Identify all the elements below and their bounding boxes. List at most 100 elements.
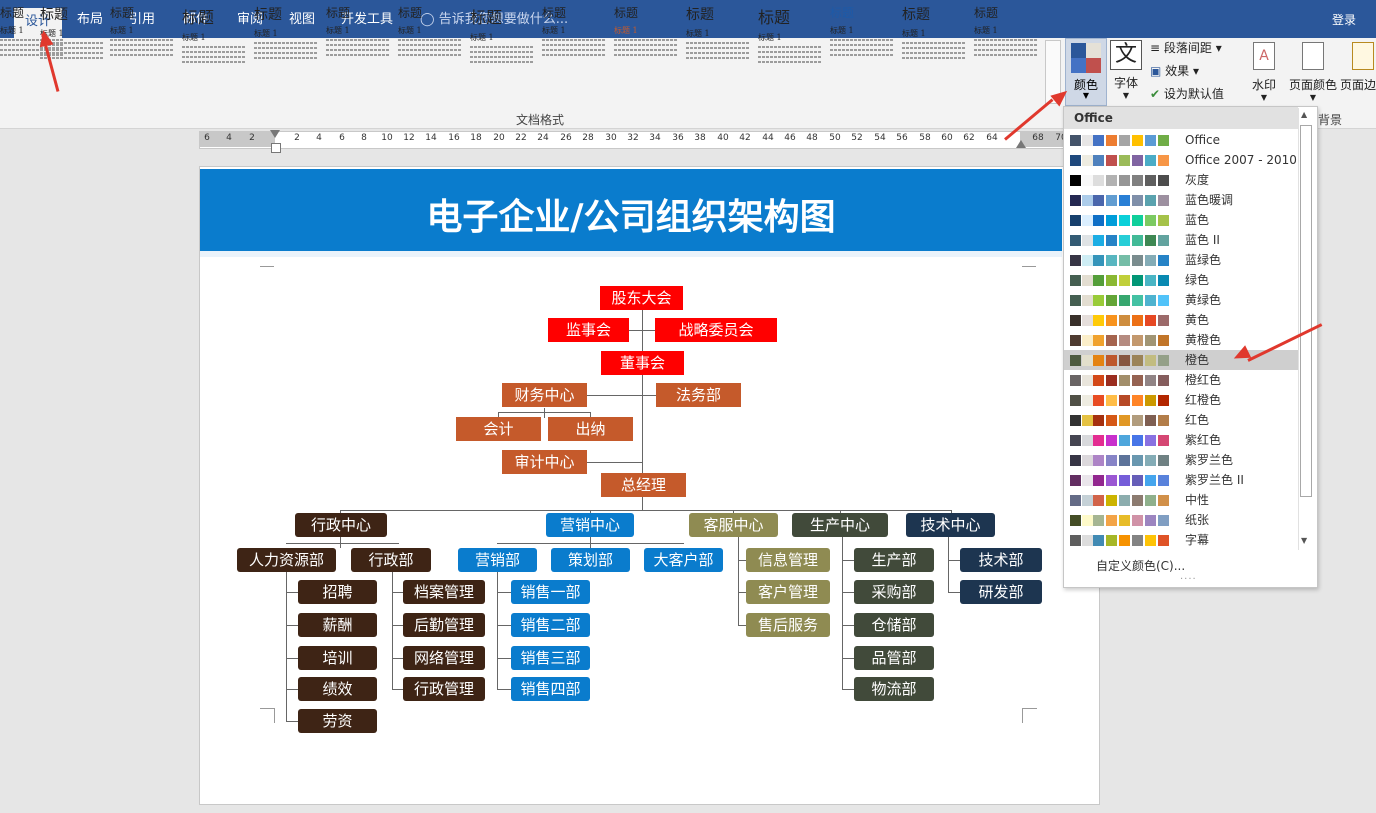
ruler-tick-label: 36: [672, 133, 684, 143]
theme-color-item[interactable]: 紫罗兰色: [1064, 450, 1298, 470]
ruler-tick-label: 64: [986, 133, 998, 143]
style-set-thumbnail[interactable]: 标题标题 1: [974, 4, 1038, 66]
theme-color-item[interactable]: 黄绿色: [1064, 290, 1298, 310]
color-swatch: [1158, 335, 1169, 346]
theme-color-item[interactable]: 蓝色暖调: [1064, 190, 1298, 210]
indent-marker-bottom[interactable]: [271, 143, 281, 153]
color-swatch: [1093, 335, 1104, 346]
color-swatch: [1132, 515, 1143, 526]
set-default-label: 设为默认值: [1163, 87, 1224, 101]
style-thumb-subtitle: 标题 1: [398, 26, 422, 35]
style-set-thumbnail[interactable]: 标题标题 1: [686, 4, 750, 66]
theme-color-item[interactable]: 橙红色: [1064, 370, 1298, 390]
custom-colors-item[interactable]: 自定义颜色(C)...: [1096, 559, 1186, 573]
color-swatch: [1093, 295, 1104, 306]
theme-color-item[interactable]: 红色: [1064, 410, 1298, 430]
theme-name: 中性: [1185, 493, 1210, 507]
theme-color-item[interactable]: Office 2007 - 2010: [1064, 150, 1298, 170]
style-set-thumbnail[interactable]: 标题标题 1: [40, 4, 104, 66]
tab-3[interactable]: 邮件: [182, 12, 209, 27]
scroll-down-icon[interactable]: ▼: [1301, 536, 1308, 545]
text-line: [182, 51, 246, 53]
color-swatch: [1093, 535, 1104, 546]
theme-color-item[interactable]: 字幕: [1064, 530, 1298, 550]
color-swatch: [1106, 335, 1117, 346]
theme-color-item[interactable]: 中性: [1064, 490, 1298, 510]
color-swatch: [1132, 335, 1143, 346]
color-swatch: [1145, 135, 1156, 146]
org-node: 档案管理: [403, 580, 485, 604]
color-swatch: [1145, 355, 1156, 366]
style-set-thumbnail[interactable]: 标题标题 1: [0, 4, 64, 66]
theme-color-item[interactable]: 紫罗兰色 II: [1064, 470, 1298, 490]
theme-color-item[interactable]: 黄色: [1064, 310, 1298, 330]
style-set-thumbnail[interactable]: 标题标题 1: [254, 4, 318, 66]
style-set-thumbnail[interactable]: 标题标题 1: [902, 4, 966, 66]
colors-button[interactable]: 颜色 ▼: [1065, 38, 1107, 106]
fonts-button[interactable]: 文 字体 ▼: [1108, 40, 1144, 104]
color-swatch: [1158, 255, 1169, 266]
style-set-thumbnail[interactable]: 标题标题 1: [470, 4, 534, 66]
theme-color-item[interactable]: 蓝色 II: [1064, 230, 1298, 250]
text-line: [0, 39, 64, 41]
color-swatch: [1082, 515, 1093, 526]
gallery-scroll[interactable]: [1045, 40, 1061, 104]
theme-color-item[interactable]: 红橙色: [1064, 390, 1298, 410]
style-set-thumbnail[interactable]: 标题标题 1: [542, 4, 606, 66]
theme-name: Office 2007 - 2010: [1185, 153, 1297, 167]
login-link[interactable]: 登录: [1331, 13, 1356, 27]
theme-color-item[interactable]: 紫红色: [1064, 430, 1298, 450]
color-swatch: [1145, 335, 1156, 346]
tab-0[interactable]: 设计: [14, 8, 62, 38]
style-set-thumbnail[interactable]: 标题标题 1: [830, 4, 894, 66]
style-set-thumbnail[interactable]: 标题标题 1: [614, 4, 678, 66]
indent-marker[interactable]: [270, 130, 280, 138]
style-set-thumbnail[interactable]: 标题标题 1: [758, 4, 822, 66]
set-default-button[interactable]: ✔ 设为默认值: [1150, 84, 1224, 104]
org-node: 销售三部: [511, 646, 590, 670]
watermark-button[interactable]: A 水印 ▼: [1244, 40, 1284, 104]
theme-color-item[interactable]: 蓝色: [1064, 210, 1298, 230]
effects-button[interactable]: ▣ 效果 ▾: [1150, 64, 1200, 78]
color-swatch: [1070, 255, 1081, 266]
org-node: 人力资源部: [237, 548, 336, 572]
color-swatch: [1119, 215, 1130, 226]
theme-color-item[interactable]: 纸张: [1064, 510, 1298, 530]
page-color-button[interactable]: 页面颜色 ▼: [1287, 40, 1339, 104]
style-set-thumbnail[interactable]: 标题标题 1: [110, 4, 174, 66]
paragraph-spacing-button[interactable]: ≡ 段落间距 ▾: [1150, 41, 1222, 55]
style-set-thumbnail[interactable]: 标题标题 1: [326, 4, 390, 66]
style-set-thumbnail[interactable]: 标题标题 1: [182, 4, 246, 66]
tell-me-search[interactable]: ◯ 告诉我您想要做什么...: [420, 0, 568, 38]
resize-grip-icon[interactable]: ····: [1180, 574, 1197, 585]
color-swatch: [1070, 455, 1081, 466]
tab-5[interactable]: 视图: [288, 12, 315, 27]
theme-color-item[interactable]: 蓝绿色: [1064, 250, 1298, 270]
color-swatch: [1158, 175, 1169, 186]
org-node: 物流部: [854, 677, 934, 701]
tab-6[interactable]: 开发工具: [340, 12, 393, 27]
page-border-button[interactable]: 页面边: [1340, 40, 1376, 104]
scroll-up-icon[interactable]: ▲: [1301, 110, 1308, 119]
color-swatch: [1158, 535, 1169, 546]
theme-color-item[interactable]: Office: [1064, 130, 1298, 150]
color-swatch: [1106, 515, 1117, 526]
theme-color-item[interactable]: 绿色: [1064, 270, 1298, 290]
style-thumb-title: 标题: [326, 6, 351, 20]
right-indent-marker[interactable]: [1016, 140, 1026, 148]
page-border-label: 页面边: [1340, 78, 1376, 92]
color-swatch: [1145, 495, 1156, 506]
theme-color-item[interactable]: 橙色: [1064, 350, 1298, 370]
dropdown-scroll-thumb[interactable]: [1300, 125, 1312, 497]
style-thumb-subtitle: 标题 1: [470, 33, 494, 42]
text-line: [686, 57, 750, 59]
tab-2[interactable]: 引用: [128, 12, 155, 27]
dropdown-header: Office: [1064, 107, 1298, 129]
style-set-thumbnail[interactable]: 标题标题 1: [398, 4, 462, 66]
tab-1[interactable]: 布局: [76, 12, 103, 27]
style-thumb-subtitle: 标题 1: [40, 29, 64, 38]
theme-color-item[interactable]: 黄橙色: [1064, 330, 1298, 350]
tab-4[interactable]: 审阅: [236, 12, 263, 27]
theme-color-item[interactable]: 灰度: [1064, 170, 1298, 190]
text-line: [398, 44, 462, 46]
